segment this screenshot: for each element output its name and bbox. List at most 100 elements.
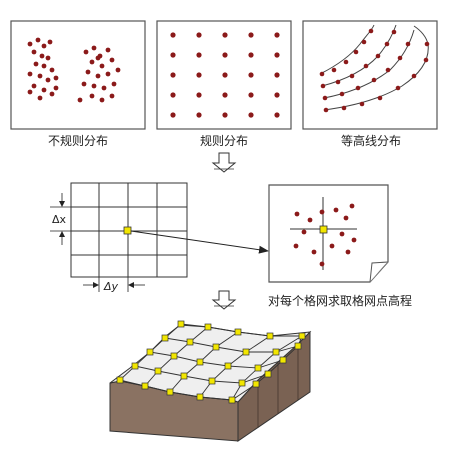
contour-point [359,101,365,107]
mesh-row [119,379,257,401]
irregular-point [81,81,87,87]
irregular-point [33,61,39,67]
irregular-point [85,69,91,75]
contour-label: 等高线分布 [341,133,401,148]
surface-node [266,332,274,340]
surface-node [234,328,242,336]
irregular-point [27,41,33,47]
zoom-point [319,209,325,215]
regular-point [196,92,202,98]
irregular-point [99,63,105,69]
surface-node [161,334,169,342]
irregular-point [49,67,55,73]
zoom-arrow [130,230,269,254]
irregular-point [31,49,37,55]
surface-node [298,332,306,340]
contour-point [343,59,349,65]
contour-point [320,83,326,89]
zoom-point [319,261,325,267]
contour-point [341,105,347,111]
surface-node [254,364,262,372]
irregular-point [89,93,95,99]
regular-point [170,92,176,98]
zoom-point [294,211,300,217]
contour-point [391,29,397,35]
surface-node [170,352,178,360]
irregular-point [95,55,101,61]
irregular-point [83,49,89,55]
zoom-point [333,207,339,213]
contour-point [397,55,403,61]
regular-point [274,52,280,58]
irregular-point [109,57,115,63]
irregular-point [105,47,111,53]
irregular-point [115,67,121,73]
contour-point [395,85,401,91]
irregular-point [111,81,117,87]
regular-point [170,72,176,78]
zoom-point [345,249,351,255]
contour-point [405,41,411,47]
zoom-node [319,225,328,234]
surface-node [131,362,139,370]
irregular-point [45,55,51,61]
contour-point [355,85,361,91]
dy-dimension [83,277,145,292]
surface-node [186,338,194,346]
dem-surface [109,320,312,442]
irregular-point [109,93,115,99]
irregular-point [53,85,59,91]
irregular-point [37,73,43,79]
regular-point [222,92,228,98]
zoom-point [351,237,357,243]
mesh-row [149,351,284,369]
regular-point [196,52,202,58]
grid-caption: 对每个格网求取格网点高程 [268,293,412,308]
contour-panel [302,20,438,130]
down-arrow-icon [211,152,237,173]
irregular-panel [10,20,146,130]
contour-point [349,73,355,79]
contour-point [371,77,377,83]
contour-point [331,67,337,73]
surface-node [154,367,162,375]
surface-node [116,376,124,384]
regular-point [274,32,280,38]
regular-point [248,112,254,118]
surface-node [238,379,246,387]
irregular-point [89,59,95,65]
zoom-points [293,203,357,267]
contour-point [335,79,341,85]
surface-node [208,377,216,385]
surface-node [141,382,149,390]
irregular-point [47,39,53,45]
contour-point [375,53,381,59]
contour-point [323,107,329,113]
irregular-point [27,89,33,95]
zoom-point [311,249,317,255]
surface-node [196,358,204,366]
contour-point [411,73,417,79]
irregular-point [39,53,45,59]
irregular-point [27,71,33,77]
regular-points [170,32,280,118]
regular-panel [156,20,292,130]
dx-dimension [50,193,71,245]
contour-points [319,28,430,113]
irregular-point [35,37,41,43]
irregular-point [77,97,83,103]
regular-point [196,72,202,78]
irregular-point [95,73,101,79]
regular-point [170,112,176,118]
contour-point [384,41,390,47]
surface-node [279,356,287,364]
surface-node [224,362,232,370]
dy-label: Δy [103,280,119,293]
irregular-point [105,71,111,77]
surface-node [264,370,272,378]
irregular-point [31,83,37,89]
contour-point [385,67,391,73]
contour-point [423,57,429,63]
irregular-label: 不规则分布 [48,133,108,148]
zoom-point [301,229,307,235]
